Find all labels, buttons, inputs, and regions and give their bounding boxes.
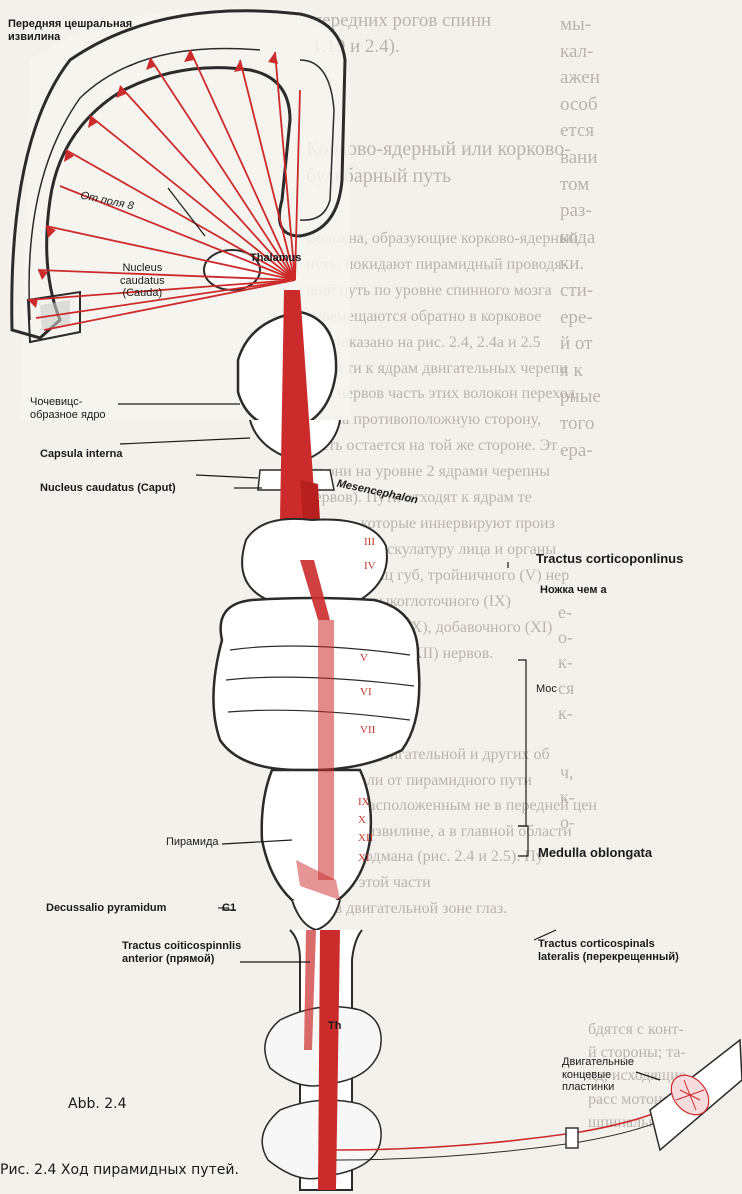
figure-caption: Рис. 2.4 Ход пирамидных путей. — [0, 1162, 239, 1178]
nerve-label-vii: VII — [360, 724, 375, 736]
nerve-label-xi: XI — [358, 852, 370, 864]
muscle-fiber — [650, 1040, 742, 1150]
label-tractus-corticopontinus: Tractus corticoponlinus — [536, 552, 683, 567]
nerve-label-x: X — [358, 814, 366, 826]
figure-abb-label: Abb. 2.4 — [68, 1096, 127, 1112]
label-cerebral-peduncle: Ножка чем а — [540, 584, 607, 597]
label-medulla-oblongata: Medulla oblongata — [538, 846, 652, 861]
label-capsula-interna: Capsula interna — [40, 448, 123, 461]
nerve-label-vi: VI — [360, 686, 372, 698]
nerve-label-iii: III — [364, 536, 375, 548]
label-thoracic-segment: Th — [328, 1020, 341, 1033]
label-thalamus: Thalamus — [250, 252, 301, 265]
label-nucleus-caudatus-cauda: Nucleus caudatus (Cauda) — [120, 262, 165, 300]
nerve-label-xii: XII — [358, 832, 373, 844]
nerve-label-iv: IV — [364, 560, 376, 572]
nerve-ganglion — [566, 1128, 578, 1148]
label-pyramid: Пирамида — [166, 836, 219, 849]
pons-outline — [213, 598, 419, 770]
label-pons: Мос — [536, 683, 557, 696]
label-lateral-corticospinal-tract: Tractus corticospinals lateralis (перекр… — [538, 938, 679, 963]
label-nucleus-caudatus-caput: Nucleus caudatus (Caput) — [40, 482, 176, 495]
label-anterior-corticospinal-tract: Tractus coiticospinnlis anterior (прямой… — [122, 940, 241, 965]
label-motor-end-plates: Двигательные концевые пластинки — [562, 1056, 634, 1094]
label-precentral-gyrus: Передняя цешральная извилина — [8, 18, 132, 43]
nerve-label-v: V — [360, 652, 368, 664]
nerve-label-ix: IX — [358, 796, 370, 808]
decussatio-dash: — — [218, 902, 229, 915]
label-decussatio-pyramidum: Decussalio pyramidum — [46, 902, 166, 915]
label-lentiform-nucleus: Чочевицс- образное ядро — [30, 396, 106, 421]
